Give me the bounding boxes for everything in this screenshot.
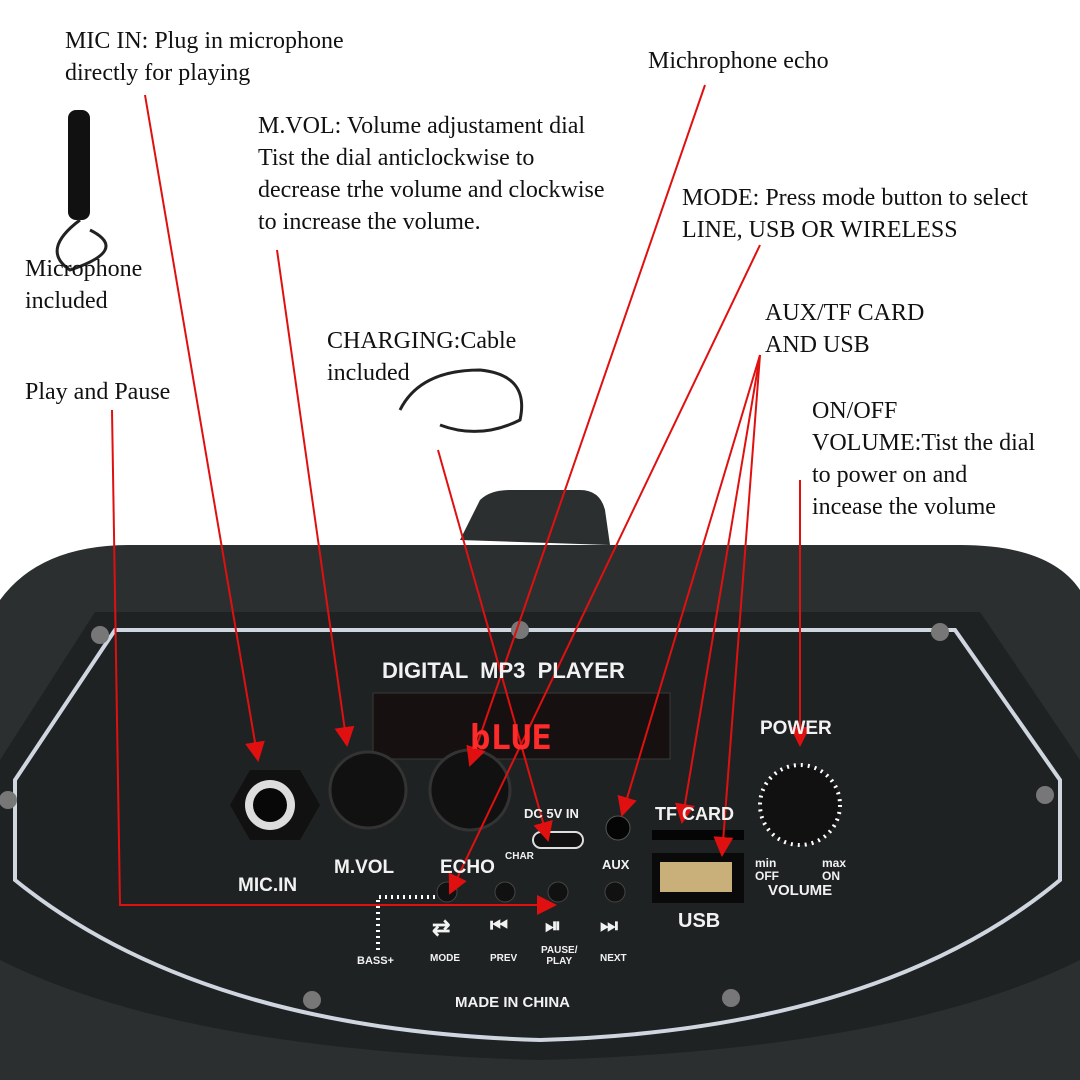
min-off-label: min OFF [755,856,779,883]
usb-label: USB [678,910,721,932]
power-annotation: ON/OFF VOLUME:Tist the dial to power on … [812,398,1036,520]
prev-icon: ⏮ [490,915,508,937]
prev-label: PREV [490,953,518,964]
char-label: CHAR [505,851,534,862]
play-pause-annotation: Play and Pause [25,379,171,405]
mode-annotation: MODE: Press mode button to select LINE, … [682,185,1028,243]
tf-card-label: TF CARD [655,804,734,824]
mode-icon: ⇄ [432,915,451,940]
led-display-text: bLUE [470,718,552,758]
microphone-cable [55,218,108,272]
mic-in-label: MIC.IN [238,875,298,896]
echo-label: ECHO [440,857,495,878]
power-label: POWER [760,718,832,739]
microphone-image [68,110,90,220]
dc-label: DC 5V IN [524,806,579,821]
usb-c-port [532,831,584,849]
aux-port [605,815,631,841]
play-pause-icon: ⏯ [545,915,561,937]
mode-label: MODE [430,953,460,964]
mic-jack [230,770,320,840]
power-knob [758,763,842,847]
next-button [604,881,626,903]
screw-icon [0,621,1054,1009]
next-label: NEXT [600,953,627,964]
panel-border [13,628,1062,1043]
aux-annotation: AUX/TF CARD AND USB [765,300,925,358]
bass-label: BASS+ [357,955,394,967]
prev-button [494,881,516,903]
volume-label: VOLUME [768,882,833,899]
echo-annotation: Michrophone echo [648,48,829,74]
mvol-label: M.VOL [334,857,395,878]
play-button [547,881,569,903]
annotation-arrows [111,84,810,915]
speaker-handle [460,490,610,545]
charging-annotation: CHARGING:Cable included [327,328,517,386]
pause-play-label: PAUSE/ PLAY [541,945,578,967]
mic-included-annotation: Microphone included [25,256,143,314]
tf-slot [652,830,744,840]
next-icon: ⏭ [600,915,618,937]
made-in-china-label: MADE IN CHINA [455,994,570,1011]
charging-cable-image [398,368,524,433]
mvol-knob [328,750,408,830]
panel-title: DIGITAL MP3 PLAYER [382,658,625,683]
mvol-annotation: M.VOL: Volume adjustament dial Tist the … [258,113,605,235]
max-on-label: max ON [822,856,847,883]
mic-in-annotation: MIC IN: Plug in microphone directly for … [65,28,344,86]
aux-label: AUX [602,857,630,872]
